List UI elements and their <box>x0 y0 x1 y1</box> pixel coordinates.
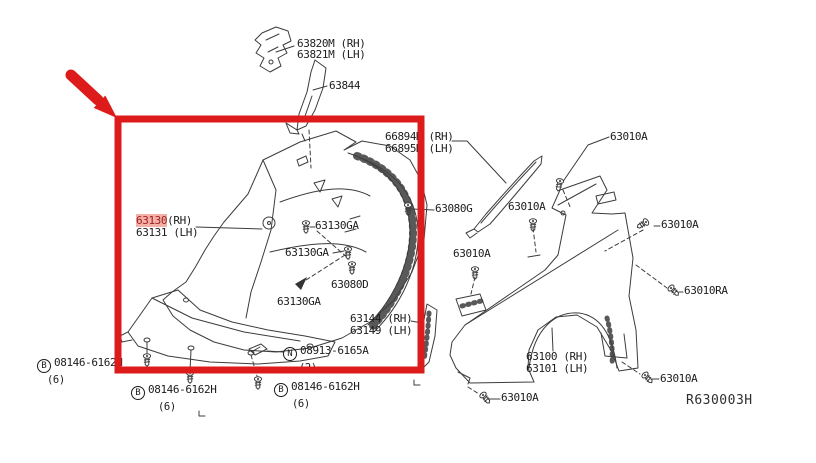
part-63100-fender <box>449 175 639 385</box>
label-63010a-top: 63010A <box>610 130 648 143</box>
label-63010a-right: 63010A <box>661 218 699 231</box>
arrowhead-icon <box>295 277 307 290</box>
screw-icon <box>301 220 311 234</box>
label-63130-rh: 63130(RH) <box>136 214 193 227</box>
label-66895m-lh: 66895M (LH) <box>385 142 454 155</box>
screw-icon <box>478 390 493 406</box>
label-63080d: 63080D <box>331 278 369 291</box>
label-63101-lh: 63101 (LH) <box>526 362 589 375</box>
screw-icon <box>185 370 195 384</box>
label-63130ga-1: 63130GA <box>315 219 359 232</box>
circled-letter-b: B <box>274 383 288 397</box>
label-63130ga-3: 63130GA <box>277 295 321 308</box>
label-63010a-leftmid: 63010A <box>453 247 491 260</box>
label-63844: 63844 <box>329 79 361 92</box>
diagram-reference-code: R630003H <box>686 393 753 408</box>
part-63144-protector <box>420 303 438 370</box>
label-63010a-bottom: 63010A <box>501 391 539 404</box>
screw-icon <box>142 353 152 367</box>
label-63010ra: 63010RA <box>684 284 728 297</box>
screw-icon <box>553 177 565 193</box>
label-63130ga-2: 63130GA <box>285 246 329 259</box>
circled-letter-n: N <box>283 347 297 361</box>
part-63844-bracket <box>285 59 327 142</box>
label-66894m-rh: 66894M (RH) <box>385 130 454 143</box>
quantity: (6) <box>47 373 65 386</box>
part-63820m-cover <box>254 26 292 73</box>
label-63149-lh: 63149 (LH) <box>350 324 413 337</box>
quantity: (2) <box>299 361 317 374</box>
screw-icon <box>666 283 682 299</box>
label-63144-rh: 63144 (RH) <box>350 312 413 325</box>
screw-icon <box>634 217 651 231</box>
quantity: (6) <box>292 397 310 410</box>
label-63820m-rh: 63820M (RH) <box>297 37 366 50</box>
circled-letter-b: B <box>131 386 145 400</box>
screw-icon <box>343 246 353 260</box>
label-63131-lh: 63131 (LH) <box>136 226 199 239</box>
circled-letter-b: B <box>37 359 51 373</box>
label-63080g: 63080G <box>435 202 473 215</box>
label-63821m-lh: 63821M (LH) <box>297 48 366 61</box>
screw-icon <box>640 370 656 386</box>
screw-icon <box>347 261 357 275</box>
label-63010a-bottomright: 63010A <box>660 372 698 385</box>
label-63010a-mid: 63010A <box>508 200 546 213</box>
part-66894m-molding <box>465 155 543 239</box>
label-63100-rh: 63100 (RH) <box>526 350 589 363</box>
part-grommet-nut <box>248 343 268 356</box>
screw-icon <box>253 376 263 390</box>
quantity: (6) <box>158 400 176 413</box>
